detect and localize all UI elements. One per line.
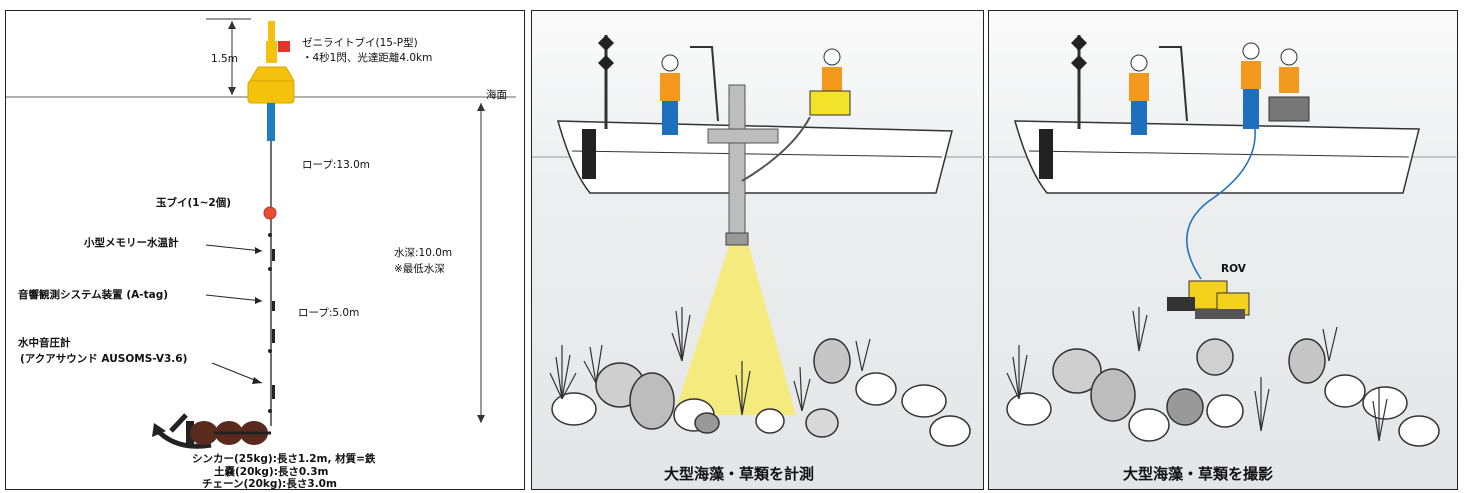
rope-upper-label: ロープ:13.0m (302, 159, 371, 171)
seaweed-2 (1006, 307, 1388, 442)
sea-surface-label: 海面 (486, 89, 507, 101)
ball-buoy-label: 玉ブイ(1~2個) (156, 197, 232, 209)
boat-hull-2 (1014, 120, 1420, 194)
sinker-label: シンカー(25kg):長さ1.2m, 材質=鉄 (192, 453, 376, 465)
rope-lower-label: ロープ:5.0m (298, 307, 360, 319)
sonar-beam (674, 243, 796, 415)
crew-person-5 (1268, 48, 1310, 122)
crew-person-1 (660, 54, 680, 135)
rov-controller (1268, 96, 1310, 122)
boat-hull (557, 120, 953, 194)
mooring-drawing (6, 18, 516, 449)
crew-person-2 (809, 48, 851, 116)
sinker-weight (190, 421, 218, 445)
buoy-spec-label: ・4秒1閃、光達距離4.0km (302, 52, 433, 64)
measure-panel: 大型海藻・草類を計測 (531, 10, 985, 490)
hydrophone-label: 水中音圧計 (18, 337, 71, 349)
chain-label: チェーン(20kg):長さ3.0m (202, 478, 337, 490)
measure-scene (532, 35, 985, 447)
outboard-motor (582, 129, 596, 179)
zeni-lite-buoy (247, 21, 295, 141)
temp-logger-pointer (205, 244, 263, 252)
hydrophone-model-label: (アクアサウンド AUSOMS-V3.6) (20, 353, 188, 365)
rov-vehicle (1167, 280, 1250, 319)
transducer (725, 232, 749, 246)
depth-note-label: ※最低水深 (394, 263, 445, 275)
acoustic-system-label: 音響観測システム装置 (A-tag) (18, 289, 169, 301)
rov-tether (1186, 110, 1256, 280)
buoy-name-label: ゼニライトブイ(15-P型) (302, 37, 418, 49)
outboard-motor-2 (1039, 129, 1053, 179)
anchor-sinker (152, 413, 271, 449)
sandbag-label: 土嚢(20kg):長さ0.3m (214, 466, 329, 478)
crew-person-3 (1129, 54, 1149, 135)
film-caption: 大型海藻・草類を撮影 (1123, 465, 1274, 483)
film-panel: ROV 大型海藻・草類を撮影 (988, 10, 1459, 490)
rov-label: ROV (1221, 263, 1246, 275)
buoy-height-label: 1.5m (211, 53, 238, 65)
mooring-diagram-panel: 1.5m ゼニライトブイ(15-P型) ・4秒1閃、光達距離4.0km 海面 ロ… (5, 10, 525, 490)
buoy-flag (278, 41, 290, 52)
acoustic-pointer (205, 294, 263, 302)
depth-label: 水深:10.0m (394, 247, 453, 259)
sonar-pole (728, 84, 746, 242)
ball-buoy (263, 206, 277, 220)
measure-caption: 大型海藻・草類を計測 (664, 465, 815, 483)
film-scene (989, 35, 1459, 447)
seabed-rocks-2 (1006, 338, 1440, 447)
seaweed (549, 307, 871, 416)
temp-logger-label: 小型メモリー水温計 (84, 237, 179, 249)
crew-person-4 (1241, 42, 1261, 129)
seabed-rocks (551, 338, 971, 447)
measurement-device (809, 90, 851, 116)
